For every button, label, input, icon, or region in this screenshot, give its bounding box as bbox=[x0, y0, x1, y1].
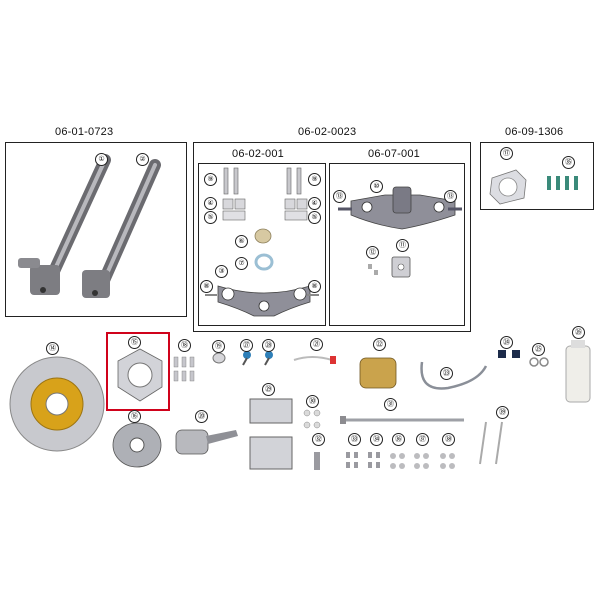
axle-spacers[interactable] bbox=[302, 408, 324, 432]
kit-label-upper: 06-07-001 bbox=[368, 148, 420, 160]
callout-18: ⑱ bbox=[178, 339, 191, 352]
fluid-reservoir[interactable] bbox=[562, 338, 594, 406]
callout-13-right: ⑬ bbox=[444, 190, 457, 203]
callout-8-right: ⑧ bbox=[308, 280, 321, 293]
callout-38: ㊳ bbox=[442, 433, 455, 446]
callout-4-left: ④ bbox=[204, 197, 217, 210]
callout-9-right: ⑨ bbox=[308, 173, 321, 186]
callout-24: ㉔ bbox=[500, 336, 513, 349]
brake-master-cylinder[interactable] bbox=[170, 422, 240, 466]
callout-4-right: ④ bbox=[308, 197, 321, 210]
callout-31: ㉛ bbox=[384, 398, 397, 411]
callout-27: ㉗ bbox=[240, 339, 253, 352]
caliper-brackets[interactable] bbox=[246, 395, 296, 473]
callout-32: ㉜ bbox=[312, 433, 325, 446]
brake-hose[interactable] bbox=[418, 352, 490, 394]
callout-23: ㉓ bbox=[440, 367, 453, 380]
hardware-38[interactable] bbox=[438, 450, 458, 472]
clamp-block-left[interactable] bbox=[222, 198, 246, 222]
callout-37: ㊲ bbox=[416, 433, 429, 446]
banjo-bolt-b[interactable] bbox=[262, 350, 276, 366]
callout-5-left: ⑤ bbox=[204, 211, 217, 224]
callout-21: ㉑ bbox=[310, 338, 323, 351]
callout-15: ⑮ bbox=[128, 336, 141, 349]
long-bolts[interactable] bbox=[478, 418, 518, 468]
triple-kit-box bbox=[193, 142, 471, 332]
kit-label-fork: 06-01-0723 bbox=[55, 126, 114, 138]
kit-label-cover: 06-09-1306 bbox=[505, 126, 564, 138]
callout-34: ㉞ bbox=[370, 433, 383, 446]
callout-17: ⑰ bbox=[500, 147, 513, 160]
highlight-box-hub-adapter bbox=[106, 332, 170, 411]
pinch-bolts-top-right[interactable] bbox=[285, 167, 305, 196]
kit-label-triple: 06-02-0023 bbox=[298, 126, 357, 138]
brake-disc[interactable] bbox=[8, 355, 106, 453]
callout-33: ㉝ bbox=[348, 433, 361, 446]
lower-clamp-bolts[interactable] bbox=[203, 288, 321, 302]
callout-1: ① bbox=[95, 153, 108, 166]
fork-kit-box bbox=[5, 142, 187, 317]
hardware-37[interactable] bbox=[412, 450, 432, 472]
callout-30: ㉚ bbox=[306, 395, 319, 408]
upper-clamp-bolts[interactable] bbox=[336, 204, 466, 214]
reservoir-cap[interactable] bbox=[212, 352, 226, 364]
callout-5-right: ⑤ bbox=[308, 211, 321, 224]
fork-tube-left[interactable] bbox=[10, 150, 120, 310]
clamp-block-right[interactable] bbox=[284, 198, 308, 222]
hardware-32[interactable] bbox=[310, 450, 330, 472]
brake-caliper[interactable] bbox=[358, 352, 400, 394]
upper-triple-clamp[interactable] bbox=[345, 185, 460, 233]
callout-19: ⑲ bbox=[212, 340, 225, 353]
callout-36: ㊱ bbox=[392, 433, 405, 446]
stem-washer[interactable] bbox=[254, 253, 274, 271]
lower-kit-box bbox=[198, 163, 326, 326]
cover-bolts[interactable] bbox=[545, 172, 585, 194]
hose-bolts[interactable] bbox=[496, 348, 524, 362]
callout-11: ⑪ bbox=[396, 239, 409, 252]
brake-switch-wire[interactable] bbox=[292, 352, 338, 366]
callout-39: ㊴ bbox=[496, 406, 509, 419]
callout-8-left: ⑧ bbox=[200, 280, 213, 293]
callout-14: ⑭ bbox=[46, 342, 59, 355]
callout-16: ⑯ bbox=[128, 410, 141, 423]
hardware-33[interactable] bbox=[344, 450, 362, 472]
callout-12: ⑫ bbox=[366, 246, 379, 259]
pinch-bolts-top-left[interactable] bbox=[222, 167, 242, 196]
front-hub[interactable] bbox=[110, 420, 164, 470]
cover-kit-box bbox=[480, 142, 594, 210]
fork-tube-right[interactable] bbox=[60, 155, 170, 310]
callout-10: ⑩ bbox=[370, 180, 383, 193]
banjo-bolt-a[interactable] bbox=[240, 350, 254, 366]
callout-13-left: ⑬ bbox=[333, 190, 346, 203]
callout-25: ㉕ bbox=[532, 343, 545, 356]
callout-6: ⑥ bbox=[235, 235, 248, 248]
lower-triple-clamp[interactable] bbox=[214, 278, 314, 318]
hardware-34[interactable] bbox=[366, 450, 384, 472]
front-axle[interactable] bbox=[338, 414, 468, 426]
callout-35: ㉟ bbox=[562, 156, 575, 169]
disc-bolts[interactable] bbox=[172, 355, 196, 383]
hub-adapter[interactable] bbox=[110, 343, 168, 407]
callout-3: ③ bbox=[215, 265, 228, 278]
callout-2: ② bbox=[136, 153, 149, 166]
kit-label-lower: 06-02-001 bbox=[232, 148, 284, 160]
copper-washers[interactable] bbox=[528, 356, 552, 368]
small-screws[interactable] bbox=[366, 262, 380, 278]
upper-kit-box bbox=[329, 163, 465, 326]
stem-nut[interactable] bbox=[254, 228, 272, 244]
mounting-bracket[interactable] bbox=[390, 255, 412, 279]
hardware-36[interactable] bbox=[388, 450, 408, 472]
callout-9-left: ⑨ bbox=[204, 173, 217, 186]
callout-22: ㉒ bbox=[373, 338, 386, 351]
callout-7: ⑦ bbox=[235, 257, 248, 270]
cover-gasket[interactable] bbox=[486, 168, 530, 206]
callout-20: ⑳ bbox=[195, 410, 208, 423]
callout-29: ㉙ bbox=[262, 383, 275, 396]
callout-28: ㉘ bbox=[262, 339, 275, 352]
callout-26: ㉖ bbox=[572, 326, 585, 339]
